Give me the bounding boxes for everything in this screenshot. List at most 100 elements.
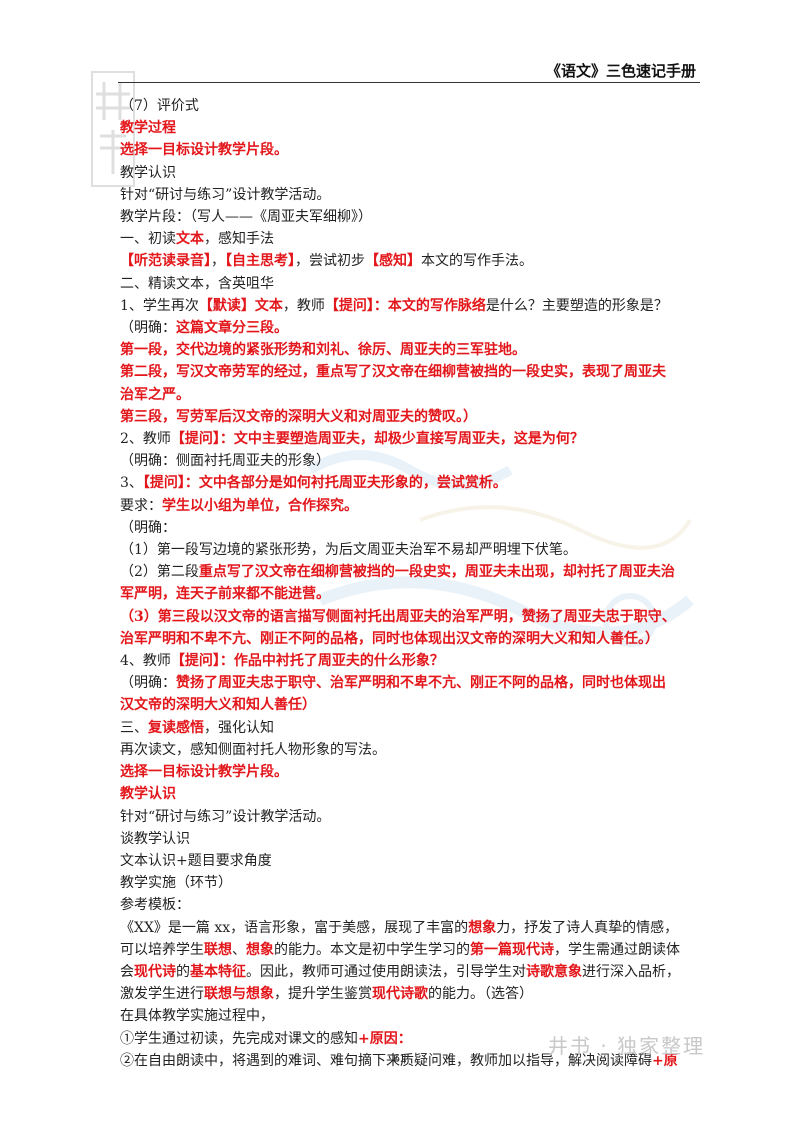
body-text: 3、 bbox=[120, 475, 143, 492]
highlighted-text: 现代诗 bbox=[134, 963, 176, 980]
body-text: 力，抒发了诗人真挚的情感， bbox=[496, 919, 679, 936]
highlighted-text: 第一篇现代诗 bbox=[470, 941, 554, 958]
text-line: 【听范读录音】，【自主思考】，尝试初步【感知】本文的写作手法。 bbox=[120, 250, 690, 272]
body-text: 。因此，教师可通过使用朗读法，引导学生对 bbox=[246, 963, 526, 980]
text-line: 治军之严。 bbox=[120, 384, 690, 406]
body-text: 的 bbox=[176, 963, 190, 980]
body-text: （明确： bbox=[120, 320, 176, 337]
text-line: （明确：这篇文章分三段。 bbox=[120, 317, 690, 339]
body-text: 4、教师 bbox=[120, 653, 171, 670]
body-text: 针对“研讨与练习”设计教学活动。 bbox=[120, 186, 331, 203]
highlighted-text: 教学过程 bbox=[120, 120, 176, 137]
highlighted-text: 选择一目标设计教学片段。 bbox=[120, 142, 288, 159]
body-text: （明确：侧面衬托周亚夫的形象） bbox=[120, 453, 330, 470]
highlighted-text: 治军之严。 bbox=[120, 386, 190, 403]
text-line: 会现代诗的基本特征。因此，教师可通过使用朗读法，引导学生对诗歌意象进行深入品析， bbox=[120, 961, 690, 983]
body-text: 文本认识+题目要求角度 bbox=[120, 852, 272, 869]
highlighted-text: 现代诗歌 bbox=[372, 986, 428, 1003]
body-text: 一、初读 bbox=[120, 231, 176, 248]
highlighted-text: 基本特征 bbox=[190, 963, 246, 980]
highlighted-text: 想象 bbox=[246, 941, 274, 958]
text-line: 教学认识 bbox=[120, 783, 690, 805]
highlighted-text: 【默读】文本 bbox=[198, 297, 283, 314]
body-text: ， bbox=[211, 253, 225, 270]
body-text: （2）第二段 bbox=[120, 564, 199, 581]
text-line: 1、学生再次【默读】文本，教师【提问】：本文的写作脉络是什么？主要塑造的形象是？ bbox=[120, 295, 690, 317]
highlighted-text: 【感知】 bbox=[365, 253, 421, 270]
highlighted-text: 文本 bbox=[176, 231, 204, 248]
highlighted-text: 【提问】：作品中衬托了周亚夫的什么形象？ bbox=[170, 653, 444, 670]
text-line: 治军严明和不卑不亢、刚正不阿的品格，同时也体现出汉文帝的深明大义和知人善任。） bbox=[120, 628, 690, 650]
text-line: （3）第三段以汉文帝的语言描写侧面衬托出周亚夫的治军严明，赞扬了周亚夫忠于职守、 bbox=[120, 606, 690, 628]
text-line: 第三段，写劳军后汉文帝的深明大义和对周亚夫的赞叹。） bbox=[120, 406, 690, 428]
highlighted-text: 选择一目标设计教学片段。 bbox=[120, 764, 288, 781]
highlighted-text: 汉文帝的深明大义和知人善任） bbox=[120, 697, 316, 714]
highlighted-text: 赞扬了周亚夫忠于职守、治军严明和不卑不亢、刚正不阿的品格，同时也体现出 bbox=[176, 675, 666, 692]
body-text: 二、精读文本，含英咀华 bbox=[120, 275, 274, 292]
text-line: 教学实施（环节） bbox=[120, 872, 690, 894]
body-text: （明确： bbox=[120, 519, 176, 536]
body-text: 再次读文，感知侧面衬托人物形象的写法。 bbox=[120, 741, 386, 758]
body-text: ，强化认知 bbox=[204, 719, 274, 736]
body-text: 要求： bbox=[120, 497, 162, 514]
text-line: 再次读文，感知侧面衬托人物形象的写法。 bbox=[120, 739, 690, 761]
body-text: 、 bbox=[232, 941, 246, 958]
text-line: 3、【提问】：文中各部分是如何衬托周亚夫形象的，尝试赏析。 bbox=[120, 472, 690, 494]
highlighted-text: 第二段，写汉文帝劳军的经过，重点写了汉文帝在细柳营被挡的一段史实，表现了周亚夫 bbox=[120, 364, 666, 381]
text-line: ①学生通过初读，先完成对课文的感知+原因： bbox=[120, 1028, 690, 1050]
text-line: 选择一目标设计教学片段。 bbox=[120, 761, 690, 783]
body-text: 教学片段：（写人——《周亚夫军细柳》） bbox=[120, 209, 372, 226]
body-text: 针对“研讨与练习”设计教学活动。 bbox=[120, 808, 331, 825]
text-line: 可以培养学生联想、想象的能力。本文是初中学生学习的第一篇现代诗，学生需通过朗读体 bbox=[120, 939, 690, 961]
highlighted-text: 治军严明和不卑不亢、刚正不阿的品格，同时也体现出汉文帝的深明大义和知人善任。） bbox=[120, 630, 659, 647]
brand-logo-watermark bbox=[91, 71, 135, 187]
highlighted-text: +原因： bbox=[358, 1030, 412, 1047]
body-text: 本文的写作手法。 bbox=[421, 253, 533, 270]
text-line: 《XX》是一篇 xx，语言形象，富于美感，展现了丰富的想象力，抒发了诗人真挚的情… bbox=[120, 917, 690, 939]
body-text: ，教师 bbox=[282, 297, 325, 314]
footer-watermark-text: 井书 · 独家整理 bbox=[548, 1034, 706, 1058]
body-text: ①学生通过初读，先完成对课文的感知 bbox=[120, 1030, 358, 1047]
text-line: （7）评价式 bbox=[120, 95, 690, 117]
page-header: 《语文》三色速记手册 bbox=[118, 58, 700, 83]
text-line: 二、精读文本，含英咀华 bbox=[120, 273, 690, 295]
body-text: 是什么？主要塑造的形象是？ bbox=[485, 297, 668, 314]
highlighted-text: 联想 bbox=[204, 941, 232, 958]
text-line: （2）第二段重点写了汉文帝在细柳营被挡的一段史实，周亚夫未出现，却衬托了周亚夫治 bbox=[120, 561, 690, 583]
text-line: 要求：学生以小组为单位，合作探究。 bbox=[120, 495, 690, 517]
highlighted-text: 这篇文章分三段。 bbox=[176, 320, 288, 337]
text-line: 第一段，交代边境的紧张形势和刘礼、徐厉、周亚夫的三军驻地。 bbox=[120, 339, 690, 361]
body-text: 教学实施（环节） bbox=[120, 875, 232, 892]
text-line: ②在自由朗读中，将遇到的难词、难句摘下来质疑问难，教师加以指导，解决阅读障碍+原 bbox=[120, 1050, 690, 1072]
body-text: 进行深入品析， bbox=[582, 963, 680, 980]
body-text: （1）第一段写边境的紧张形势，为后文周亚夫治军不易却严明埋下伏笔。 bbox=[120, 542, 577, 559]
highlighted-text: 学生以小组为单位，合作探究。 bbox=[162, 497, 358, 514]
body-text: 会 bbox=[120, 963, 134, 980]
text-line: 2、教师【提问】：文中主要塑造周亚夫，却极少直接写周亚夫，这是为何？ bbox=[120, 428, 690, 450]
body-text: 激发学生进行 bbox=[120, 986, 204, 1003]
text-line: 参考模板： bbox=[120, 894, 690, 916]
highlighted-text: 【自主思考】 bbox=[225, 253, 295, 270]
text-line: 针对“研讨与练习”设计教学活动。 bbox=[120, 806, 690, 828]
highlighted-text: 【听范读录音】 bbox=[120, 253, 211, 270]
text-line: 在具体教学实施过程中， bbox=[120, 1005, 690, 1027]
body-text: 在具体教学实施过程中， bbox=[120, 1008, 274, 1025]
highlighted-text: 【提问】：本文的写作脉络 bbox=[324, 297, 486, 314]
highlighted-text: （3）第三段以汉文帝的语言描写侧面衬托出周亚夫的治军严明，赞扬了周亚夫忠于职守、 bbox=[120, 608, 676, 625]
text-line: 汉文帝的深明大义和知人善任） bbox=[120, 694, 690, 716]
body-text: ，提升学生鉴赏 bbox=[274, 986, 372, 1003]
body-text: 1、学生再次 bbox=[120, 297, 199, 314]
text-line: 教学认识 bbox=[120, 162, 690, 184]
body-text: 三、 bbox=[120, 719, 148, 736]
body-text: ，尝试初步 bbox=[295, 253, 365, 270]
body-text: ，感知手法 bbox=[204, 231, 274, 248]
highlighted-text: 想象 bbox=[468, 919, 497, 936]
text-line: 三、复读感悟，强化认知 bbox=[120, 717, 690, 739]
text-line: 第二段，写汉文帝劳军的经过，重点写了汉文帝在细柳营被挡的一段史实，表现了周亚夫 bbox=[120, 361, 690, 383]
header-title: 《语文》三色速记手册 bbox=[545, 62, 696, 80]
text-line: 4、教师【提问】：作品中衬托了周亚夫的什么形象？ bbox=[120, 650, 690, 672]
text-line: 教学片段：（写人——《周亚夫军细柳》） bbox=[120, 206, 690, 228]
body-text: ，学生需通过朗读体 bbox=[554, 941, 680, 958]
text-line: 谈教学认识 bbox=[120, 828, 690, 850]
body-text: 的能力。本文是初中学生学习的 bbox=[274, 941, 470, 958]
